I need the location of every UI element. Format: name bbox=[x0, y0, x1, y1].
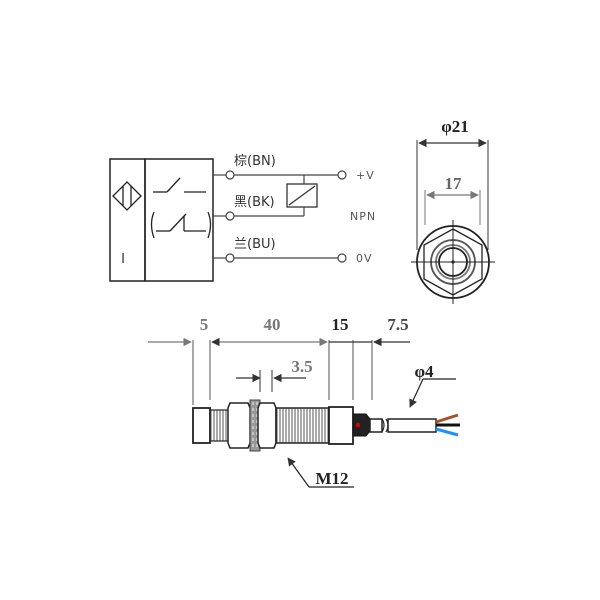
sensor-body bbox=[328, 406, 354, 445]
sensor-symbol: I bbox=[121, 252, 125, 267]
dim-nut-thickness: 3.5 bbox=[291, 357, 312, 376]
dim-tail: 7.5 bbox=[387, 315, 408, 334]
terminal-bn bbox=[225, 170, 235, 180]
dim-cable-diameter: φ4 bbox=[414, 362, 434, 381]
led-indicator bbox=[355, 422, 361, 428]
front-view: φ21 17 bbox=[411, 117, 495, 304]
sensor-face bbox=[192, 407, 211, 444]
hex-nut-2 bbox=[257, 402, 277, 449]
dim-inner-size: 17 bbox=[445, 174, 463, 193]
terminal-label-plus-v: +V bbox=[356, 169, 375, 182]
wire-label-bk: 黑(BK) bbox=[234, 195, 275, 210]
sensor-block bbox=[109, 158, 146, 282]
terminal-bu bbox=[225, 253, 235, 263]
wire-brown bbox=[435, 413, 459, 424]
cable bbox=[387, 418, 437, 433]
nc-switch-icon bbox=[150, 211, 212, 239]
dim-body: 15 bbox=[332, 315, 349, 334]
thread-left bbox=[209, 409, 231, 442]
hex-nut-1 bbox=[227, 402, 251, 449]
side-view: 5 40 15 7.5 3.5 φ4 M12 bbox=[148, 315, 460, 488]
terminal-bk bbox=[225, 211, 235, 221]
dim-outer-diameter: φ21 bbox=[441, 117, 469, 136]
inductive-sensor-icon bbox=[112, 181, 142, 211]
dim-face: 5 bbox=[200, 315, 209, 334]
terminal-plus-v bbox=[337, 170, 347, 180]
terminal-0v bbox=[337, 253, 347, 263]
cable-stub bbox=[369, 418, 383, 433]
no-switch-icon bbox=[153, 177, 206, 193]
cable-gland bbox=[352, 413, 371, 437]
wire-label-bu: 兰(BU) bbox=[234, 237, 276, 252]
switch-block bbox=[144, 158, 214, 282]
thread-main bbox=[275, 407, 330, 444]
dim-thread: M12 bbox=[315, 469, 348, 488]
terminal-label-0v: 0V bbox=[356, 252, 373, 265]
wiring-diagram: I bbox=[109, 154, 376, 282]
wire-blue bbox=[435, 427, 459, 437]
wire-label-bn: 棕(BN) bbox=[234, 154, 276, 169]
relay-load-icon bbox=[286, 183, 318, 208]
dim-thread-length: 40 bbox=[264, 315, 281, 334]
type-label: NPN bbox=[350, 210, 376, 223]
